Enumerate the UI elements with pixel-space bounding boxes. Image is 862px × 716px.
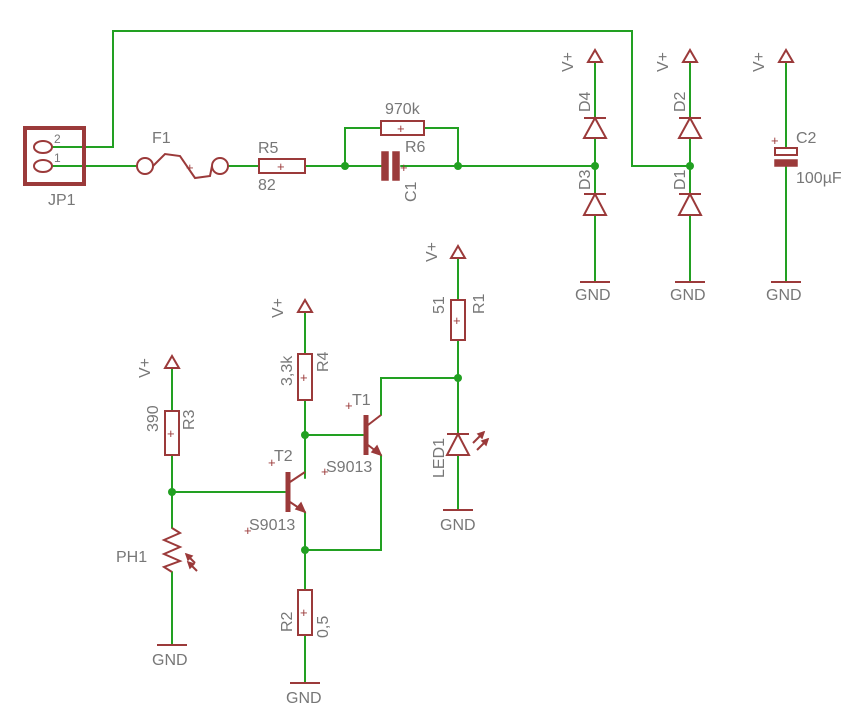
vplus-r4: V+ (270, 298, 314, 318)
t2-value: S9013 (249, 517, 295, 534)
led1-label: LED1 (431, 438, 448, 478)
resistor-r2: + R2 0,5 (279, 589, 332, 638)
fuse-f1: + F1 (136, 130, 229, 180)
gnd-c2: GND (766, 281, 802, 304)
c2-value: 100µF (796, 170, 842, 187)
svg-text:+: + (397, 121, 405, 136)
connector-jp1: 2 1 JP1 (23, 126, 86, 209)
diode-d2: D2 (672, 91, 703, 139)
diode-d4: D4 (577, 91, 608, 139)
ph1-label: PH1 (116, 549, 147, 566)
vplus-d4: V+ (560, 48, 604, 72)
supply-symbols: V+ V+ V+ V+ V+ V+ (137, 48, 795, 378)
jp1-label: JP1 (48, 192, 76, 209)
svg-text:+: + (453, 313, 461, 328)
svg-text:V+: V+ (751, 52, 768, 72)
gnd-led1: GND (440, 509, 476, 534)
svg-text:+: + (244, 523, 252, 538)
diode-d3: D3 (577, 169, 608, 216)
svg-text:+: + (186, 160, 194, 175)
r5-value: 82 (258, 177, 276, 194)
resistor-r1: + 51 R1 (431, 293, 488, 341)
svg-text:V+: V+ (655, 52, 672, 72)
r5-label: R5 (258, 140, 279, 157)
resistor-r3: + 390 R3 (145, 405, 198, 456)
transistor-t1: + T1 + S9013 (321, 392, 383, 479)
vplus-c2: V+ (751, 48, 795, 72)
c1-label: C1 (403, 181, 420, 202)
svg-text:V+: V+ (270, 298, 287, 318)
svg-text:V+: V+ (137, 358, 154, 378)
r2-value: 0,5 (315, 616, 332, 638)
svg-text:+: + (300, 605, 308, 620)
r6-label: R6 (405, 139, 426, 156)
jp1-pin2-label: 2 (54, 132, 61, 146)
r4-label: R4 (315, 351, 332, 372)
svg-text:+: + (321, 464, 329, 479)
t1-value: S9013 (326, 459, 372, 476)
junctions (168, 162, 694, 554)
capacitor-c1: + C1 (381, 151, 420, 202)
vplus-r3: V+ (137, 354, 181, 378)
svg-text:GND: GND (670, 287, 706, 304)
gnd-ph1: GND (152, 644, 188, 669)
r3-value: 390 (145, 405, 162, 432)
fuse-f1-label: F1 (152, 130, 171, 147)
d1-label: D1 (672, 169, 689, 190)
resistor-r5: + R5 82 (258, 140, 306, 194)
wires (51, 30, 787, 684)
vplus-d2: V+ (655, 48, 699, 72)
jp1-pin1-label: 1 (54, 151, 61, 165)
transistor-t2: + T2 + S9013 (244, 448, 307, 538)
svg-text:GND: GND (575, 287, 611, 304)
svg-text:+: + (400, 160, 408, 175)
r6-value: 970k (385, 101, 421, 118)
t2-label: T2 (274, 448, 293, 465)
t1-label: T1 (352, 392, 371, 409)
r2-label: R2 (279, 611, 296, 632)
svg-text:+: + (300, 370, 308, 385)
led-led1: LED1 (431, 430, 490, 478)
gnd-d1: GND (670, 281, 706, 304)
gnd-r2: GND (286, 682, 322, 707)
photoresistor-ph1: PH1 (116, 527, 198, 573)
d4-label: D4 (577, 91, 594, 112)
svg-text:GND: GND (152, 652, 188, 669)
svg-text:V+: V+ (560, 52, 577, 72)
svg-text:GND: GND (766, 287, 802, 304)
svg-text:+: + (167, 426, 175, 441)
resistor-r4: + 3,3k R4 (279, 351, 332, 401)
r1-value: 51 (431, 296, 448, 314)
svg-text:V+: V+ (424, 242, 441, 262)
diode-d1: D1 (672, 169, 703, 216)
svg-text:+: + (771, 133, 779, 148)
vplus-r1: V+ (424, 242, 467, 262)
d2-label: D2 (672, 91, 689, 112)
capacitor-c2: + C2 100µF (771, 130, 842, 187)
r1-label: R1 (471, 293, 488, 314)
ground-symbols: GND GND GND GND GND GND (152, 281, 802, 707)
r3-label: R3 (181, 409, 198, 430)
resistor-r6: + 970k R6 (380, 101, 426, 156)
svg-text:GND: GND (440, 517, 476, 534)
d3-label: D3 (577, 169, 594, 190)
svg-text:+: + (345, 398, 353, 413)
svg-text:+: + (277, 159, 285, 174)
c2-label: C2 (796, 130, 817, 147)
gnd-d3: GND (575, 281, 611, 304)
r4-value: 3,3k (279, 355, 296, 386)
svg-text:+: + (268, 455, 276, 470)
svg-text:GND: GND (286, 690, 322, 707)
